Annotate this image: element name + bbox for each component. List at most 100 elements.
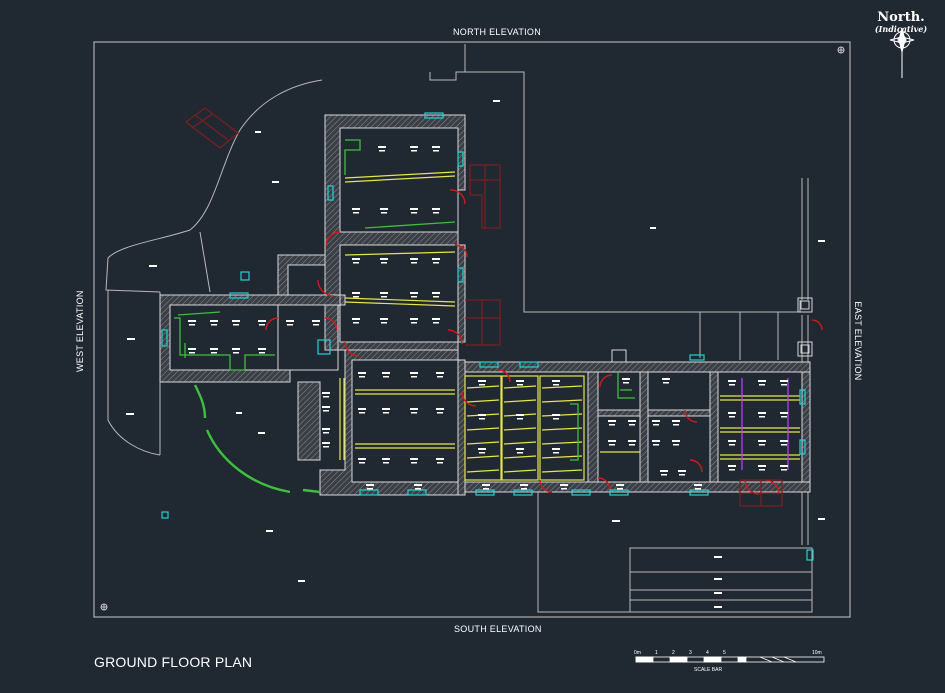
desk-symbol — [353, 322, 359, 324]
desk-symbol — [553, 384, 559, 386]
desk-symbol — [673, 444, 679, 446]
desk-symbol — [552, 448, 560, 450]
desk-symbol — [629, 444, 635, 446]
north-indicator: North. (Indicative) — [866, 11, 936, 34]
desk-symbol — [353, 262, 359, 264]
desk-symbol — [352, 318, 360, 320]
west-elevation-label: WEST ELEVATION — [75, 290, 85, 372]
desk-symbol — [478, 414, 486, 416]
desk-symbol — [608, 440, 616, 442]
gate-posts — [797, 297, 813, 357]
desk-symbol — [433, 322, 439, 324]
desk-symbol — [433, 262, 439, 264]
desk-symbol — [381, 212, 387, 214]
desk-symbol — [233, 352, 239, 354]
desk-symbol — [210, 348, 218, 350]
desk-symbol — [629, 424, 635, 426]
desk-symbol — [517, 384, 523, 386]
desk-symbol — [679, 474, 685, 476]
scale-bar-graphic — [635, 656, 825, 663]
south-elevation-label: SOUTH ELEVATION — [454, 624, 542, 634]
desk-symbol — [189, 324, 195, 326]
desk-symbol — [552, 380, 560, 382]
desk-symbol — [287, 324, 293, 326]
desk-symbol — [432, 208, 440, 210]
desk-symbol — [323, 432, 329, 434]
desk-symbol — [781, 469, 787, 471]
room-outlines — [169, 127, 803, 483]
desk-symbol — [411, 462, 417, 464]
scale-tick-1: 1 — [655, 650, 658, 656]
desk-symbol — [437, 462, 443, 464]
desk-symbol — [188, 320, 196, 322]
desk-symbol — [672, 420, 680, 422]
desk-symbol — [381, 296, 387, 298]
desk-symbol — [478, 380, 486, 382]
desk-symbol — [358, 408, 366, 410]
desk-symbol — [232, 348, 240, 350]
desk-symbol — [410, 208, 418, 210]
desk-symbol — [552, 414, 560, 416]
desk-symbol — [553, 418, 559, 420]
desk-symbol — [411, 150, 417, 152]
desk-symbol — [663, 382, 669, 384]
desk-symbol — [653, 424, 659, 426]
desk-symbol — [358, 458, 366, 460]
desk-symbol — [432, 318, 440, 320]
desk-symbol — [410, 318, 418, 320]
desk-symbol — [617, 488, 623, 490]
desk-symbol — [628, 440, 636, 442]
desk-symbol — [259, 352, 265, 354]
desk-symbol — [322, 392, 330, 394]
site-boundary — [93, 41, 851, 618]
desk-symbol — [623, 382, 629, 384]
windows-cyan — [161, 112, 814, 561]
desk-symbol — [437, 376, 443, 378]
desk-symbol — [758, 412, 766, 414]
desk-symbol — [258, 320, 266, 322]
desk-symbol — [415, 488, 421, 490]
desk-symbol — [380, 208, 388, 210]
desk-symbol — [414, 484, 422, 486]
desk-symbol — [232, 320, 240, 322]
desk-symbol — [781, 384, 787, 386]
desk-symbol — [322, 428, 330, 430]
desk-symbol — [758, 380, 766, 382]
desk-symbol — [358, 372, 366, 374]
desk-symbol — [258, 348, 266, 350]
desk-symbol — [410, 458, 418, 460]
desk-symbol — [780, 412, 788, 414]
site-paths — [105, 44, 813, 613]
desk-symbol — [521, 488, 527, 490]
desk-symbol — [436, 372, 444, 374]
desk-symbol — [411, 296, 417, 298]
desk-symbol — [380, 292, 388, 294]
desk-symbol — [411, 376, 417, 378]
desk-symbol — [378, 146, 386, 148]
scale-tick-3: 3 — [689, 650, 692, 656]
desk-symbol — [780, 440, 788, 442]
desk-symbol — [381, 322, 387, 324]
desk-symbol — [353, 212, 359, 214]
desk-symbol — [323, 410, 329, 412]
desk-symbol — [759, 384, 765, 386]
desk-symbol — [211, 324, 217, 326]
desk-symbol — [367, 488, 373, 490]
desk-symbol — [673, 424, 679, 426]
desk-symbol — [359, 376, 365, 378]
desk-symbol — [479, 452, 485, 454]
desk-symbol — [437, 412, 443, 414]
desk-symbol — [728, 412, 736, 414]
desk-symbol — [758, 465, 766, 467]
desk-symbol — [729, 416, 735, 418]
desk-symbol — [695, 488, 701, 490]
desk-symbol — [359, 412, 365, 414]
desk-symbol — [553, 452, 559, 454]
desk-symbol — [410, 372, 418, 374]
desk-symbol — [410, 292, 418, 294]
desk-symbol — [411, 262, 417, 264]
desk-symbol — [323, 396, 329, 398]
desk-symbol — [672, 440, 680, 442]
desk-symbol — [652, 440, 660, 442]
